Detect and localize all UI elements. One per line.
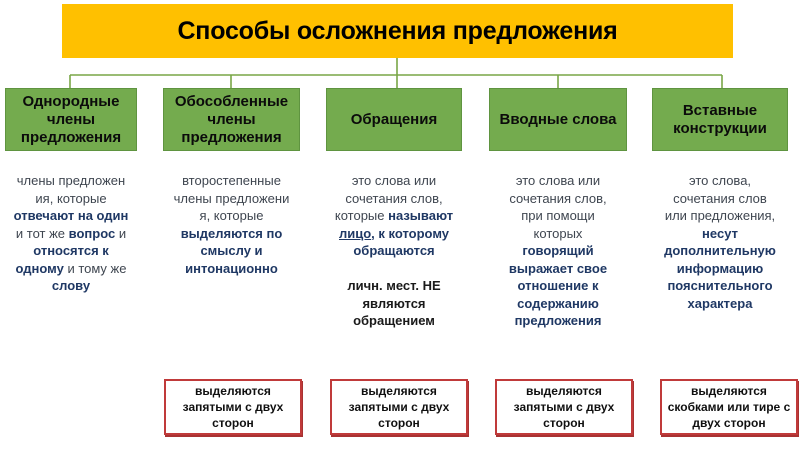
connector-lines <box>69 58 723 88</box>
description-introductory-words: это слова или сочетания слов, при помощи… <box>508 173 608 328</box>
punctuation-rule-box: выделяются запятыми с двух сторон <box>495 379 633 435</box>
category-addresses: Обращения <box>326 88 462 151</box>
description-detached-members: второстепенные члены предложени я, котор… <box>173 173 290 276</box>
diagram-title: Способы осложнения предложения <box>62 4 733 58</box>
punctuation-rule-box: выделяются скобками или тире с двух стор… <box>660 379 798 435</box>
description-homogeneous-members: члены предложен ия, которые отвечают на … <box>13 173 129 293</box>
punctuation-rule-box: выделяются запятыми с двух сторон <box>164 379 302 435</box>
category-detached-members: Обособленные члены предложения <box>163 88 300 151</box>
category-homogeneous-members: Однородные члены предложения <box>5 88 137 151</box>
category-inserted-constructions: Вставные конструкции <box>652 88 788 151</box>
description-inserted-constructions: это слова, сочетания слов или предложени… <box>664 173 776 311</box>
category-introductory-words: Вводные слова <box>489 88 627 151</box>
description-addresses: это слова или сочетания слов, которые на… <box>334 173 454 328</box>
punctuation-rule-box: выделяются запятыми с двух сторон <box>330 379 468 435</box>
